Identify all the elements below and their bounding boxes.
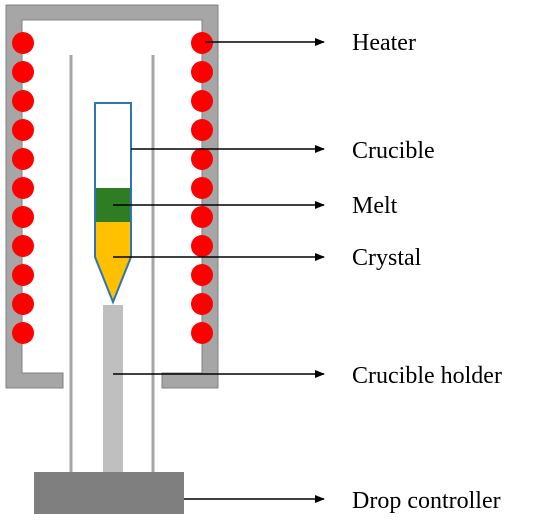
melt-label: Melt	[352, 193, 398, 219]
drop-controller-label: Drop controller	[352, 488, 501, 514]
heater-coil	[12, 322, 34, 344]
heater-coil	[191, 206, 213, 228]
heater-coil	[12, 206, 34, 228]
heater-coil	[191, 61, 213, 83]
heater-coil	[191, 293, 213, 315]
heater-coil	[191, 90, 213, 112]
heater-coil	[191, 32, 213, 54]
heater-coil	[191, 177, 213, 199]
heater-coil	[12, 235, 34, 257]
crucible	[94, 102, 132, 305]
heater-coils-right	[191, 32, 213, 344]
heater-coil	[191, 235, 213, 257]
heater-coil	[191, 264, 213, 286]
furnace-wall	[5, 4, 219, 389]
heater-coil	[191, 148, 213, 170]
heater-coil	[12, 264, 34, 286]
crystal	[95, 222, 131, 302]
heater-coil	[12, 177, 34, 199]
heater-coil	[191, 119, 213, 141]
heater-coil	[12, 90, 34, 112]
heater-label: Heater	[352, 30, 416, 56]
heater-coil	[12, 293, 34, 315]
heater-coil	[12, 119, 34, 141]
drop-controller	[34, 472, 184, 514]
heater-coils-left	[12, 32, 34, 344]
crucible-holder-label: Crucible holder	[352, 363, 502, 389]
heater-coil	[12, 32, 34, 54]
heater-coil	[12, 148, 34, 170]
heater-coil	[12, 61, 34, 83]
crystal-label: Crystal	[352, 245, 422, 271]
crucible-label: Crucible	[352, 138, 435, 164]
crucible-holder	[103, 305, 123, 475]
heater-coil	[191, 322, 213, 344]
